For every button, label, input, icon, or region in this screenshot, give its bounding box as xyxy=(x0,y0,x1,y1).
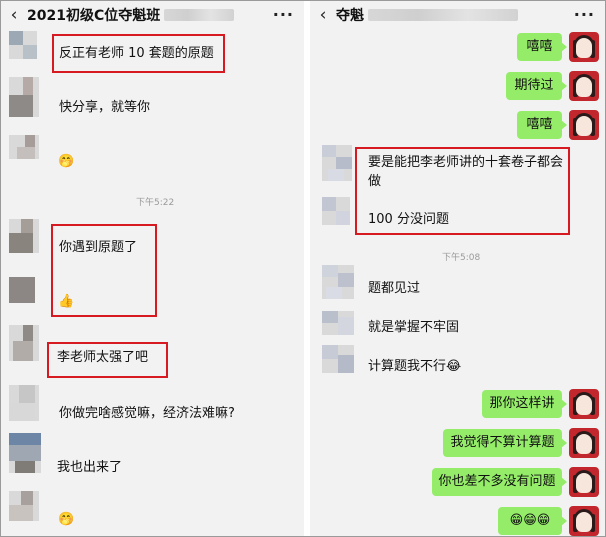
back-chevron-icon[interactable]: ‹ xyxy=(10,5,18,25)
message-text: 题都见过 xyxy=(368,281,421,296)
sent-message: 😁😁😁 xyxy=(498,507,567,535)
private-chat-panel: ‹ 夺魁 ··· 嘻嘻 期待过 嘻嘻 要是能把李老师讲的十套卷子都会 做 100… xyxy=(310,1,605,536)
sent-message: 我觉得不算计算题 xyxy=(443,429,567,457)
avatar[interactable] xyxy=(569,32,599,62)
avatar[interactable] xyxy=(9,77,39,117)
highlight-box xyxy=(51,224,157,317)
redacted-title-blur xyxy=(164,9,235,21)
avatar[interactable] xyxy=(569,110,599,140)
avatar[interactable] xyxy=(9,385,39,421)
avatar[interactable] xyxy=(569,389,599,419)
chat-header: ‹ 夺魁 ··· xyxy=(310,1,605,29)
avatar[interactable] xyxy=(569,467,599,497)
sent-message: 那你这样讲 xyxy=(482,390,567,418)
avatar[interactable] xyxy=(569,71,599,101)
back-chevron-icon[interactable]: ‹ xyxy=(319,5,327,25)
avatar[interactable] xyxy=(322,197,350,225)
thumbs-up-emoji: 👍 xyxy=(58,294,75,309)
avatar[interactable] xyxy=(9,135,39,159)
highlight-box xyxy=(47,342,168,378)
ellipsis-icon[interactable]: ··· xyxy=(573,5,595,24)
message-text: 我也出来了 xyxy=(57,460,123,475)
timestamp: 下午5:08 xyxy=(442,253,481,263)
message-text: 计算题我不行😂 xyxy=(368,359,462,374)
avatar[interactable] xyxy=(569,506,599,536)
highlight-box xyxy=(52,34,225,73)
redacted-title-blur xyxy=(368,9,518,21)
message-text: 反正有老师 10 套题的原题 xyxy=(59,46,214,61)
emoji-covering-mouth: 🤭 xyxy=(58,154,75,169)
message-text: 要是能把李老师讲的十套卷子都会 xyxy=(368,155,564,170)
avatar[interactable] xyxy=(9,219,39,253)
message-text: 李老师太强了吧 xyxy=(57,350,149,365)
avatar[interactable] xyxy=(569,428,599,458)
chat-title[interactable]: 夺魁 xyxy=(336,8,364,24)
message-text: 100 分没问题 xyxy=(368,212,449,227)
message-text: 做 xyxy=(368,174,382,189)
sent-message: 你也差不多没有问题 xyxy=(432,468,567,496)
sent-message: 嘻嘻 xyxy=(517,33,567,61)
avatar[interactable] xyxy=(9,433,41,473)
timestamp: 下午5:22 xyxy=(136,198,175,208)
sent-message: 嘻嘻 xyxy=(517,111,567,139)
avatar[interactable] xyxy=(322,265,354,299)
avatar[interactable] xyxy=(9,491,39,521)
message-text: 快分享，就等你 xyxy=(59,100,151,115)
ellipsis-icon[interactable]: ··· xyxy=(272,5,294,24)
avatar[interactable] xyxy=(322,311,354,335)
sent-message: 期待过 xyxy=(506,72,567,100)
highlight-box xyxy=(355,147,570,235)
avatar[interactable] xyxy=(9,325,39,361)
message-text: 你遇到原题了 xyxy=(59,240,138,255)
avatar[interactable] xyxy=(9,277,35,303)
avatar[interactable] xyxy=(9,31,37,59)
chat-header: ‹ 2021初级C位夺魁班 ··· xyxy=(1,1,304,29)
message-text: 你做完啥感觉嘛，经济法难嘛? xyxy=(59,406,235,421)
avatar[interactable] xyxy=(322,345,354,373)
chat-title[interactable]: 2021初级C位夺魁班 xyxy=(27,8,161,24)
group-chat-panel: ‹ 2021初级C位夺魁班 ··· 反正有老师 10 套题的原题 快分享，就等你… xyxy=(1,1,310,536)
message-text: 就是掌握不牢固 xyxy=(368,320,460,335)
emoji-covering-mouth: 🤭 xyxy=(58,512,75,527)
avatar[interactable] xyxy=(322,145,352,181)
